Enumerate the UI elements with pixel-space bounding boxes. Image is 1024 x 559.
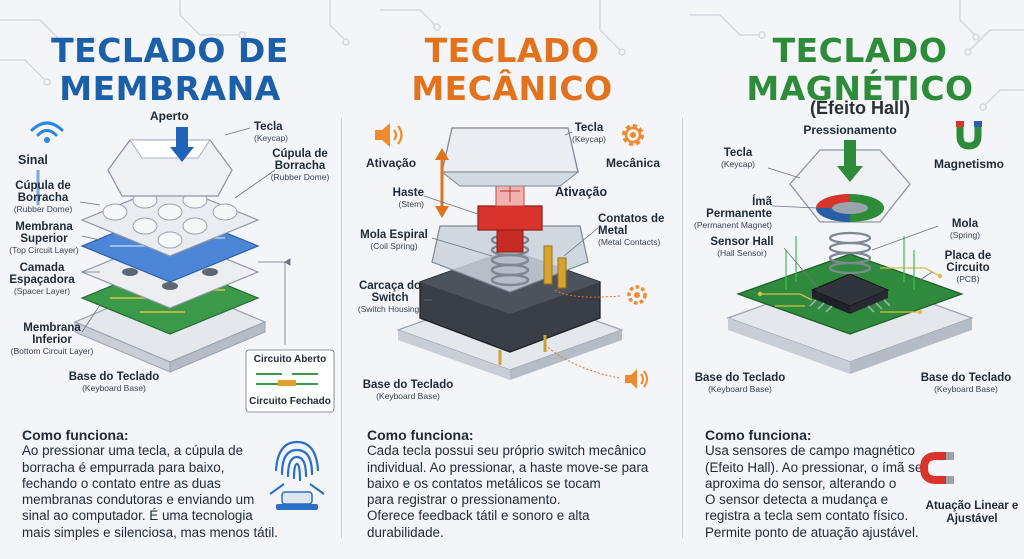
membrane-how-it-works: Como funciona: Ao pressionar uma tecla, … [22, 427, 278, 540]
section-divider-2 [682, 118, 683, 538]
circuit-inset [245, 349, 335, 413]
mechanics-label: Mecânica [606, 156, 661, 170]
pcb-label: Placa de Circuito(PCB) [944, 250, 992, 284]
rubber-dome-sheet [80, 183, 260, 257]
press-arrow [170, 127, 194, 162]
mechanical-diagram [396, 127, 624, 380]
magnetic-subtitle: (Efeito Hall) [809, 98, 910, 118]
linear-actuation-label: Atuação Linear e Ajustável [925, 500, 1019, 525]
magnet-label: Ímã Permanente(Permanent Magnet) [694, 196, 772, 230]
magnetic-spring-label: Mola(Spring) [949, 218, 981, 240]
small-speaker-icon [622, 366, 652, 397]
metal-contacts [543, 245, 567, 289]
mechanical-keycap-label: Tecla(Keycap) [572, 122, 607, 144]
hall-sensor-chip [809, 273, 891, 314]
switch-housing-label: Carcaça do Switch(Switch Housing) [357, 280, 423, 314]
gear-icon [618, 120, 648, 155]
top-layer-label: Membrana Superior(Top Circuit Layer) [9, 221, 79, 255]
magnetic-keycap-label: Tecla(Keycap) [720, 147, 755, 169]
activation-left-label: Ativação [366, 156, 417, 170]
magnetic-spring [828, 231, 872, 275]
magnet-icon [952, 118, 986, 155]
open-circuit-label: Circuito Aberto [253, 354, 327, 365]
permanent-magnet [816, 194, 884, 222]
dome-left-label: Cúpula de Borracha(Rubber Dome) [13, 180, 73, 214]
coil-spring-label: Mola Espiral(Coil Spring) [360, 229, 428, 251]
magnetic-base-left-label: Base do Teclado(Keyboard Base) [694, 372, 786, 394]
membrane-diagram [36, 127, 335, 413]
stem-label: Haste(Stem) [392, 187, 424, 209]
magnetic-base-right-label: Base do Teclado(Keyboard Base) [920, 372, 1012, 394]
mechanical-title: TECLADO MECÂNICO [411, 31, 613, 108]
magnetic-how-it-works: Como funciona: Usa sensores de campo mag… [705, 427, 923, 540]
metal-contacts-label: Contatos de Metal(Metal Contacts) [598, 213, 665, 247]
spacer-label: Camada Espaçadora(Spacer Layer) [9, 262, 75, 296]
magnetic-press-arrow [837, 140, 863, 182]
membrane-keycap-label: Tecla(Keycap) [254, 121, 289, 143]
horseshoe-magnet-icon [918, 448, 958, 493]
activation-center-label: Ativação [555, 185, 608, 199]
membrane-base-label: Base do Teclado(Keyboard Base) [68, 371, 160, 393]
section-divider-1 [341, 118, 342, 538]
activation-arrow [435, 148, 449, 218]
magnetism-label: Magnetismo [934, 157, 1005, 171]
magnetic-title: TECLADO MAGNÉTICO [746, 31, 974, 108]
closed-circuit-label: Circuito Fechado [249, 396, 331, 407]
bottom-layer-label: Membrana Inferior(Bottom Circuit Layer) [10, 322, 94, 356]
membrane-title: TECLADO DE MEMBRANA [51, 31, 289, 108]
mechanical-how-it-works: Como funciona: Cada tecla possui seu pró… [367, 427, 649, 540]
signal-label: Sinal [18, 153, 48, 167]
wifi-icon [28, 118, 66, 149]
mechanical-keycap [440, 127, 580, 187]
hall-sensor-label: Sensor Hall(Hall Sensor) [710, 236, 774, 258]
magnetic-diagram [726, 140, 974, 374]
press-label: Aperto [150, 109, 189, 123]
dome-right-label: Cúpula de Borracha(Rubber Dome) [270, 148, 330, 182]
fingerprint-icon [262, 436, 332, 521]
speaker-icon [372, 120, 408, 155]
small-gear-icon [624, 282, 650, 313]
mechanical-base-label: Base do Teclado(Keyboard Base) [362, 379, 454, 401]
magnetic-press-label: Pressionamento [803, 123, 897, 137]
